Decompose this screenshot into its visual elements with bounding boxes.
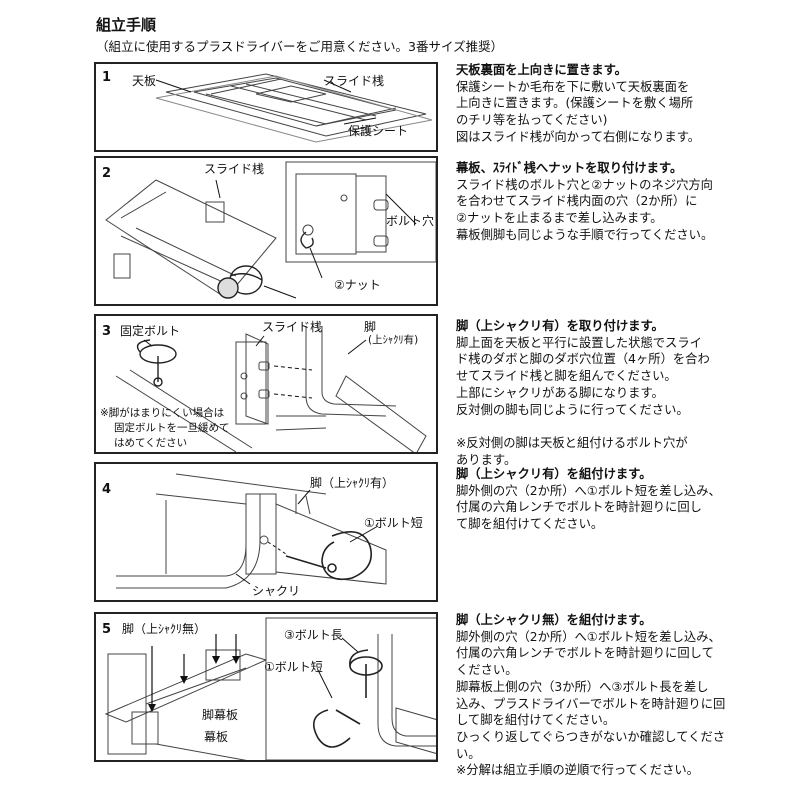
step-5-number: 5 [102, 622, 112, 637]
leg-label: 脚（上ｼｬｸﾘ無） [122, 622, 207, 636]
step-3-line: ※反対側の脚は天板と組付けるボルト穴が [456, 435, 688, 450]
step-4-heading: 脚（上シャクリ有）を組付けます。 [456, 467, 652, 481]
step-5-line: 付属の六角レンチでボルトを時計廻りに回して [456, 646, 714, 661]
long-bolt-label: ③ボルト長 [284, 628, 343, 642]
step-5-line: 脚幕板上側の穴（3か所）へ③ボルト長を差し [456, 679, 709, 694]
step-1-line: 上向きに置きます。(保護シートを敷く場所 [456, 96, 694, 111]
step-3-line: 脚上面を天板と平行に設置した状態でスライ [456, 335, 702, 350]
fixing-bolt-label: 固定ボルト [120, 324, 181, 338]
step-2-line: ②ナットを止まるまで差し込みます。 [456, 211, 663, 226]
step-3-line: 反対側の脚も同じように行ってください。 [456, 402, 689, 417]
slide-rail-label: スライド桟 [262, 320, 323, 334]
leg-apron-label: 脚幕板 [202, 708, 239, 722]
nut-label: ②ナット [334, 278, 381, 292]
step-4-number: 4 [102, 482, 112, 497]
short-bolt-label: ①ボルト短 [364, 516, 423, 530]
step-1-line: のチリ等を払ってください) [456, 113, 608, 128]
leg-label: 脚 [364, 320, 377, 334]
page-subtitle: （組立に使用するプラスドライバーをご用意ください。3番サイズ推奨） [96, 39, 504, 54]
step-3-line: 上部にシャクリがある脚になります。 [456, 385, 664, 400]
step-5-panel: 5 脚（上ｼｬｸﾘ無） 脚幕板 幕板 ③ボルト長 ①ボルト短 [94, 612, 438, 762]
step-5-line: ※分解は組立手順の逆順で行ってください。 [456, 763, 699, 778]
step-1-heading: 天板裏面を上向きに置きます。 [456, 63, 627, 77]
step-5-heading: 脚（上シャクリ無）を組付けます。 [456, 613, 652, 627]
step-3-panel: 3 固定ボルト スライド桟 脚 (上ｼｬｸﾘ有) ※脚がはまりにくい場合は 固定… [94, 314, 438, 454]
note-line-3: はめてください [114, 437, 188, 449]
step-1-line: 図はスライド桟が向かって右側になります。 [456, 129, 701, 144]
short-bolt-label: ①ボルト短 [264, 660, 323, 674]
step-2-panel: 2 スライド桟 ボルト穴 ②ナット [94, 156, 438, 306]
slide-rail-label: スライド桟 [204, 162, 265, 176]
step-4-illustration [116, 473, 387, 589]
step-2-line: を合わせてスライド桟内面の穴（2か所）に [456, 194, 698, 209]
step-5-description: 脚（上シャクリ無）を組付けます。 脚外側の穴（2か所）へ①ボルト短を差し込み、 … [456, 612, 756, 779]
step-4-line: て脚を組付けてください。 [456, 517, 604, 532]
tenban-label: 天板 [132, 74, 157, 88]
step-1-panel: 1 天板 スライド桟 保護シート [94, 62, 438, 152]
step-1-illustration [155, 73, 433, 143]
step-5-line: 込み、プラスドライバーでボルトを時計廻りに回 [456, 696, 726, 711]
step-4-line: 付属の六角レンチでボルトを時計廻りに回し [456, 500, 702, 515]
step-1-line: 保護シートか毛布を下に敷いて天板裏面を [456, 79, 690, 94]
step-1-number: 1 [102, 70, 112, 85]
step-2-illustration [105, 161, 436, 299]
protective-sheet-label: 保護シート [348, 124, 409, 138]
step-3-description: 脚（上シャクリ有）を取り付けます。 脚上面を天板と平行に設置した状態でスライ ド… [456, 318, 756, 468]
step-2-heading: 幕板、ｽﾗｲﾄﾞ桟へナットを取り付けます。 [456, 161, 683, 175]
step-2-line: 幕板側脚も同じような手順で行ってください。 [456, 227, 714, 242]
step-2-number: 2 [102, 166, 112, 181]
page-title: 組立手順 [96, 16, 157, 34]
step-5-line: して脚を組付けてください。 [456, 713, 616, 728]
step-3-heading: 脚（上シャクリ有）を取り付けます。 [456, 319, 664, 333]
leg-sub-label: (上ｼｬｸﾘ有) [368, 334, 419, 346]
step-5-line: ください。 [456, 663, 518, 678]
bolt-hole-label: ボルト穴 [386, 214, 435, 228]
step-3-illustration [115, 326, 427, 452]
note-line-2: 固定ボルトを一旦緩めて [114, 422, 230, 434]
step-4-panel: 4 脚（上ｼｬｸﾘ有） ①ボルト短 シャクリ [94, 462, 438, 602]
step-3-number: 3 [102, 324, 112, 339]
shakuri-label: シャクリ [252, 584, 301, 598]
step-5-line: 脚外側の穴（2か所）へ①ボルト短を差し込み、 [456, 629, 721, 644]
step-2-line: スライド桟のボルト穴と②ナットのネジ穴方向 [456, 177, 713, 192]
step-3-line: ド桟のダボと脚のダボ穴位置（4ヶ所）を合わ [456, 352, 710, 367]
step-3-line: あります。 [456, 452, 517, 467]
step-2-description: 幕板、ｽﾗｲﾄﾞ桟へナットを取り付けます。 スライド桟のボルト穴と②ナットのネジ… [456, 160, 756, 244]
apron-label: 幕板 [204, 730, 229, 744]
step-5-illustration [104, 617, 436, 760]
slide-rail-label: スライド桟 [324, 74, 385, 88]
step-3-line: せてスライド桟と脚を組んでください。 [456, 369, 677, 384]
step-1-description: 天板裏面を上向きに置きます。 保護シートか毛布を下に敷いて天板裏面を 上向きに置… [456, 62, 756, 146]
step-5-line: い。 [456, 746, 481, 761]
note-line-1: ※脚がはまりにくい場合は [100, 407, 225, 419]
leg-label: 脚（上ｼｬｸﾘ有） [310, 476, 395, 490]
step-4-line: 脚外側の穴（2か所）へ①ボルト短を差し込み、 [456, 483, 721, 498]
step-4-description: 脚（上シャクリ有）を組付けます。 脚外側の穴（2か所）へ①ボルト短を差し込み、 … [456, 466, 756, 533]
step-5-line: ひっくり返してぐらつきがないか確認してくださ [456, 729, 726, 744]
step-3-line [456, 418, 756, 435]
